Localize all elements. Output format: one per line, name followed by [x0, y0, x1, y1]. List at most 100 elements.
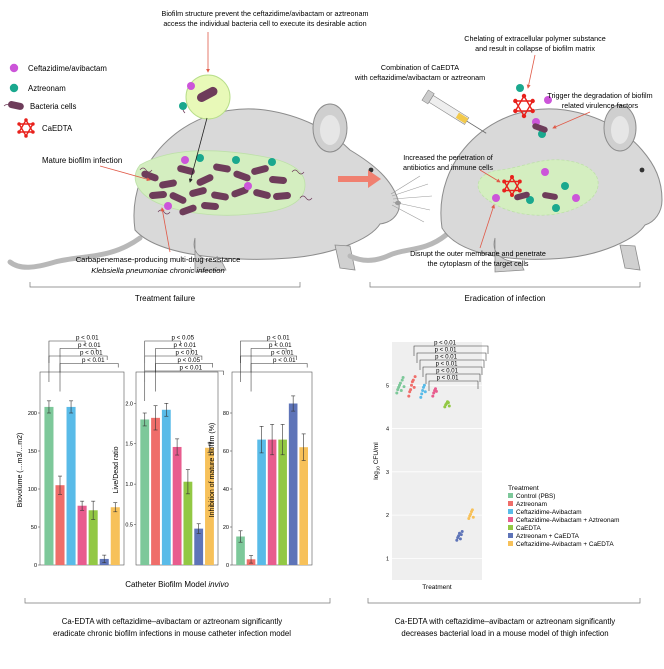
sig-label: p < 0.01	[437, 376, 460, 382]
bar	[299, 447, 308, 565]
azt-molecule	[526, 196, 534, 204]
data-point	[413, 375, 417, 379]
legend-swatch	[508, 533, 513, 538]
cza-molecule	[572, 194, 580, 202]
y-tick-label: 4	[386, 427, 389, 433]
data-point	[460, 530, 464, 534]
bar	[267, 439, 277, 565]
data-point	[398, 381, 402, 385]
y-tick-label: 1	[386, 556, 389, 562]
right-mouse	[347, 104, 663, 273]
y-tick-label: 0.5	[125, 523, 133, 529]
right-result-bracket	[369, 282, 641, 288]
sig-bracket	[250, 363, 308, 392]
data-point	[420, 392, 424, 396]
y-tick-label: 2.0	[125, 401, 133, 407]
bar	[55, 485, 65, 565]
right-caption-bracket	[367, 598, 641, 604]
y-axis-label: Biovolume (…m3/…m2)	[17, 433, 24, 508]
sig-label: p < 0.01	[273, 357, 296, 364]
left-mouse-front-leg	[334, 244, 356, 271]
bacterium	[253, 189, 271, 199]
sig-label: p < 0.01	[180, 365, 203, 372]
data-point	[421, 388, 425, 392]
legend-entry: CaEDTA	[516, 525, 541, 532]
mature-biofilm-pointer	[99, 165, 151, 182]
sig-label: p < 0.01	[271, 350, 294, 357]
legend-entry: Ceftazidime-Avibactam + Aztreonam	[516, 517, 619, 524]
scatter-background	[392, 342, 482, 580]
bar	[236, 536, 245, 565]
bar	[194, 528, 204, 565]
cza-molecule	[244, 182, 252, 190]
left-mouse-hind-leg	[193, 237, 227, 273]
kp-label-line1: Carbapenemase-producing multi-drug resis…	[76, 255, 241, 264]
trigger-line1: Trigger the degradation of biofilm	[547, 91, 652, 100]
sig-label: p < 0.01	[436, 369, 459, 375]
sig-bracket	[48, 340, 86, 363]
data-point	[471, 515, 475, 519]
right-mouse-front-leg	[619, 244, 641, 271]
legend-bacteria-label: Bacteria cells	[30, 102, 76, 111]
data-point	[412, 385, 416, 389]
zoom-to-biofilm-arrow	[188, 117, 208, 183]
y-axis-label: Live/Dead ratio	[113, 446, 120, 493]
data-point	[467, 517, 471, 521]
chelating-line1: Chelating of extracellular polymer subst…	[464, 34, 605, 43]
mature-biofilm-label: Mature biofilm infection	[42, 156, 122, 165]
data-point	[411, 378, 415, 382]
bacterium	[189, 187, 207, 197]
data-point	[470, 508, 474, 512]
data-point	[407, 394, 411, 398]
bar	[205, 447, 214, 565]
right-molecules	[492, 84, 580, 212]
y-tick-label: 100	[28, 487, 37, 493]
y-tick-label: 1.5	[125, 442, 133, 448]
y-axis-label: log10 CFU/ml	[373, 442, 381, 480]
bacterium	[273, 192, 291, 200]
bacterium	[179, 204, 197, 216]
y-axis-label-log: log	[373, 471, 380, 480]
y-tick-label: 150	[28, 449, 37, 455]
sig-bracket	[422, 366, 483, 377]
legend-azt-label: Aztreonam	[28, 84, 66, 93]
data-point	[447, 404, 451, 408]
data-point	[431, 394, 435, 398]
caedta-biofilm-glyph	[502, 175, 522, 197]
bacterium	[231, 186, 249, 198]
y-tick-label: 50	[31, 525, 37, 531]
legend-entry: Aztreonam	[516, 501, 547, 508]
y-tick-label: 3	[386, 470, 389, 476]
y-tick-label: 60	[223, 449, 229, 455]
sig-bracket	[48, 355, 108, 382]
data-point	[469, 512, 473, 516]
kp-label-line2: Klebsiella pneumoniae chronic infection	[91, 266, 224, 275]
bacterium	[233, 170, 251, 182]
zoom-cza-molecule	[187, 82, 195, 90]
data-point	[446, 401, 450, 405]
legend-cza-icon	[9, 63, 19, 73]
bacteria-flagella	[157, 209, 171, 215]
treatment-failure-label: Treatment failure	[135, 294, 196, 303]
disrupt-pointer	[479, 204, 495, 249]
cza-molecule	[492, 194, 500, 202]
sig-bracket	[144, 355, 203, 382]
chelating-pointer	[526, 54, 536, 89]
legend-swatch	[508, 525, 513, 530]
legend-cza-label: Ceftazidime/avibactam	[28, 64, 107, 73]
bar	[44, 406, 54, 565]
chelating-line2: and result in collapse of biofilm matrix	[475, 44, 595, 53]
caedta-glyph	[17, 118, 35, 138]
azt-molecule	[196, 154, 204, 162]
right-caption-line1: Ca-EDTA with ceftazidime–avibactam or az…	[395, 617, 616, 626]
left-mouse	[7, 103, 433, 273]
data-point	[458, 537, 462, 541]
cza-molecule	[541, 168, 549, 176]
bacterium	[196, 174, 214, 186]
bacterium	[177, 165, 195, 175]
y-tick-label: 1.0	[125, 482, 133, 488]
legend-caedta-icon	[17, 118, 35, 138]
